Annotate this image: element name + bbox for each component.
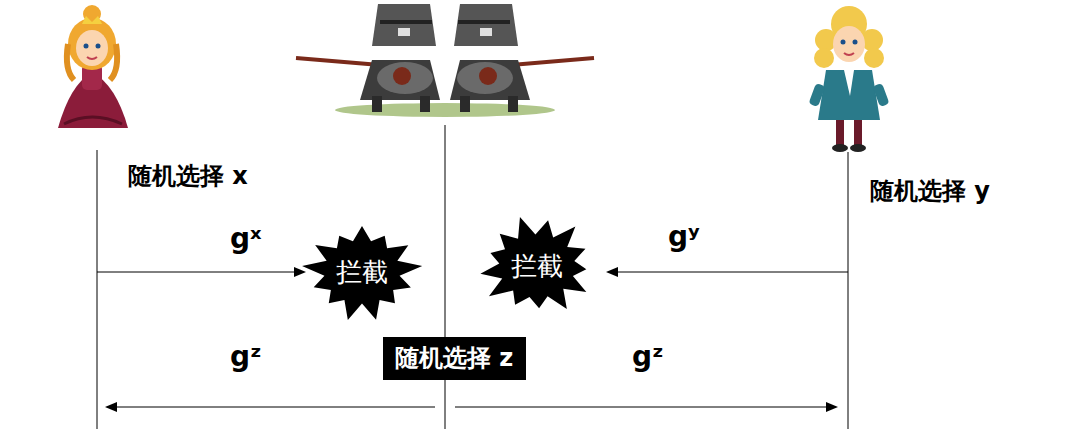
- lifeline: [848, 152, 849, 429]
- arrow-head: [105, 402, 117, 412]
- message-arrow: [455, 407, 828, 408]
- burst-shape: [302, 226, 422, 320]
- message-arrow: [97, 272, 296, 273]
- choice-box: 随机选择 z: [383, 337, 526, 380]
- intercept-burst: 拦截: [300, 220, 424, 324]
- message-arrow: [616, 272, 848, 273]
- step-label: 随机选择 x: [128, 163, 248, 189]
- gentleman-figure: [809, 6, 890, 152]
- arrow-head: [294, 267, 306, 277]
- node-text: 随机选择 z: [395, 345, 513, 371]
- arrow-head: [826, 402, 838, 412]
- step-label: 随机选择 y: [870, 178, 990, 204]
- message-arrow: [115, 407, 435, 408]
- node-text: 拦截: [336, 258, 388, 287]
- message-label: gʸ: [668, 222, 700, 253]
- message-label: gᶻ: [632, 342, 664, 373]
- knights-figure: [296, 4, 594, 117]
- node-text: 拦截: [511, 252, 563, 281]
- lifeline: [97, 150, 98, 429]
- lifeline: [445, 125, 446, 429]
- message-label: gˣ: [230, 224, 262, 255]
- princess-figure: [58, 5, 128, 128]
- arrow-head: [606, 267, 618, 277]
- intercept-burst: 拦截: [475, 214, 599, 318]
- message-label: gᶻ: [230, 342, 262, 373]
- burst-shape: [480, 217, 586, 309]
